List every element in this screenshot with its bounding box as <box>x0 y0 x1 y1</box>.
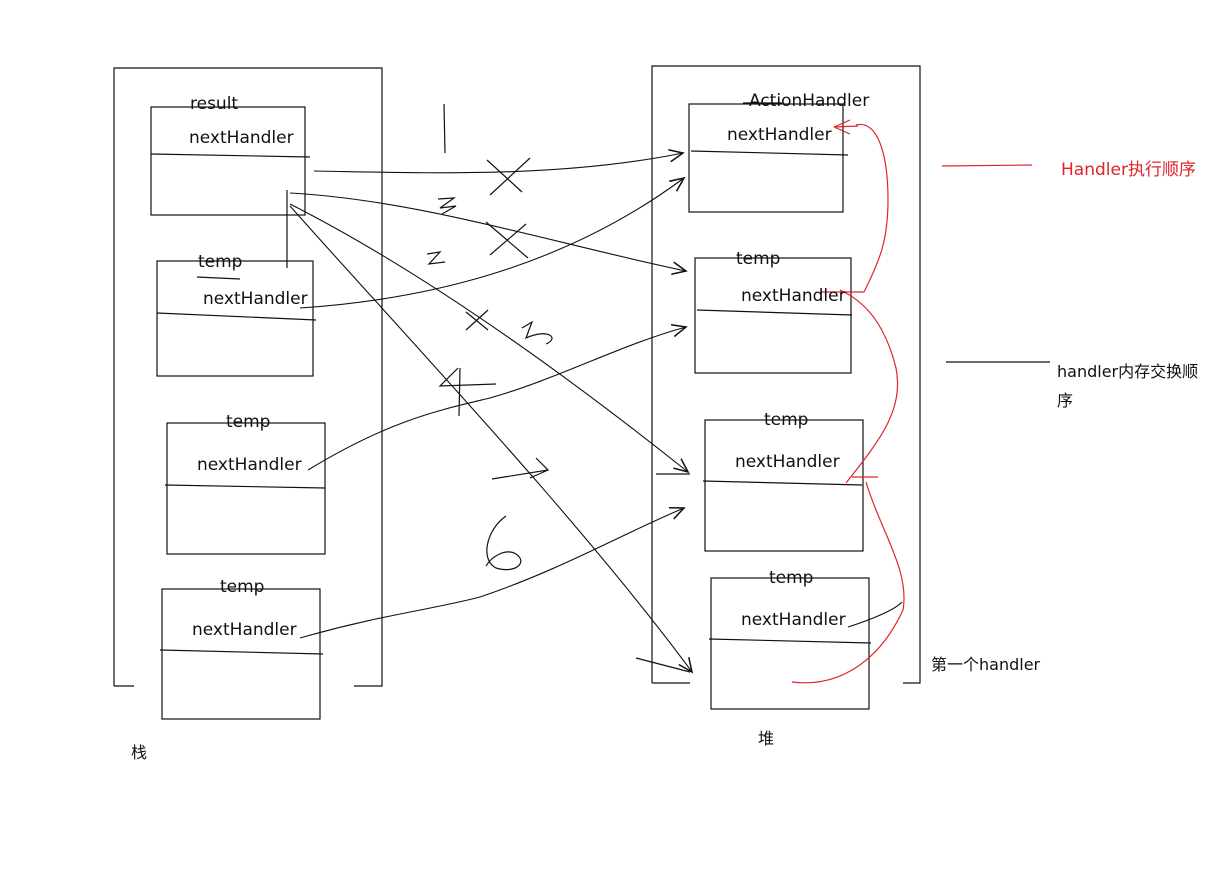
heap-object-3-field: nextHandler <box>735 452 840 472</box>
legend-execution-order: Handler执行顺序 <box>1061 160 1196 180</box>
legend-red-line <box>941 164 1033 167</box>
heap-object-3 <box>702 419 864 552</box>
heap-container <box>651 65 921 684</box>
legend-memory-swap-line1: handler内存交换顺 <box>1057 362 1199 381</box>
arrow-result-to-heap-temp-2 <box>289 192 686 271</box>
stack-frame-4-var: temp <box>220 577 265 597</box>
stack-frame-4 <box>159 588 324 720</box>
heap-object-2-field: nextHandler <box>741 286 846 306</box>
arrow-result-to-heap-temp-3 <box>289 203 688 472</box>
arrow-temp2-to-actionhandler <box>299 178 684 309</box>
stack-frame-3-var: temp <box>226 412 271 432</box>
arrow-first-handler-link <box>847 601 903 628</box>
execution-order-chain <box>791 119 905 684</box>
heap-object-1 <box>688 102 849 213</box>
heap-object-2 <box>694 257 853 374</box>
stack-frame-2-field: nextHandler <box>203 289 308 309</box>
stack-frame-1-field: nextHandler <box>189 128 294 148</box>
heap-object-3-name: temp <box>764 410 809 430</box>
stack-frame-2-var: temp <box>198 252 243 272</box>
stack-frame-1 <box>150 106 311 216</box>
stack-frame-2 <box>156 260 317 377</box>
heap-object-4-field: nextHandler <box>741 610 846 630</box>
hand-annotations <box>286 103 691 673</box>
heap-object-4-name: temp <box>769 568 814 588</box>
arrow-result-to-heap-temp-4 <box>289 205 692 672</box>
heap-object-4 <box>708 577 872 710</box>
stack-frame-4-field: nextHandler <box>192 620 297 640</box>
legend-memory-swap-line2: 序 <box>1057 391 1074 410</box>
stack-frame-3 <box>164 422 326 555</box>
arrow-temp4-to-heap-temp-3 <box>299 508 684 639</box>
reference-arrows <box>289 153 903 672</box>
arrow-temp3-to-heap-temp-2 <box>307 327 686 471</box>
heap-object-1-name: ActionHandler <box>749 91 870 111</box>
stack-container <box>113 67 383 687</box>
arrow-result-to-actionhandler <box>313 153 683 174</box>
stack-caption: 栈 <box>131 743 148 762</box>
first-handler-label: 第一个handler <box>931 655 1041 674</box>
heap-object-2-name: temp <box>736 249 781 269</box>
heap-caption: 堆 <box>758 729 775 748</box>
heap-object-1-field: nextHandler <box>727 125 832 145</box>
stack-frame-1-var: result <box>190 94 239 114</box>
stack-frame-3-field: nextHandler <box>197 455 302 475</box>
